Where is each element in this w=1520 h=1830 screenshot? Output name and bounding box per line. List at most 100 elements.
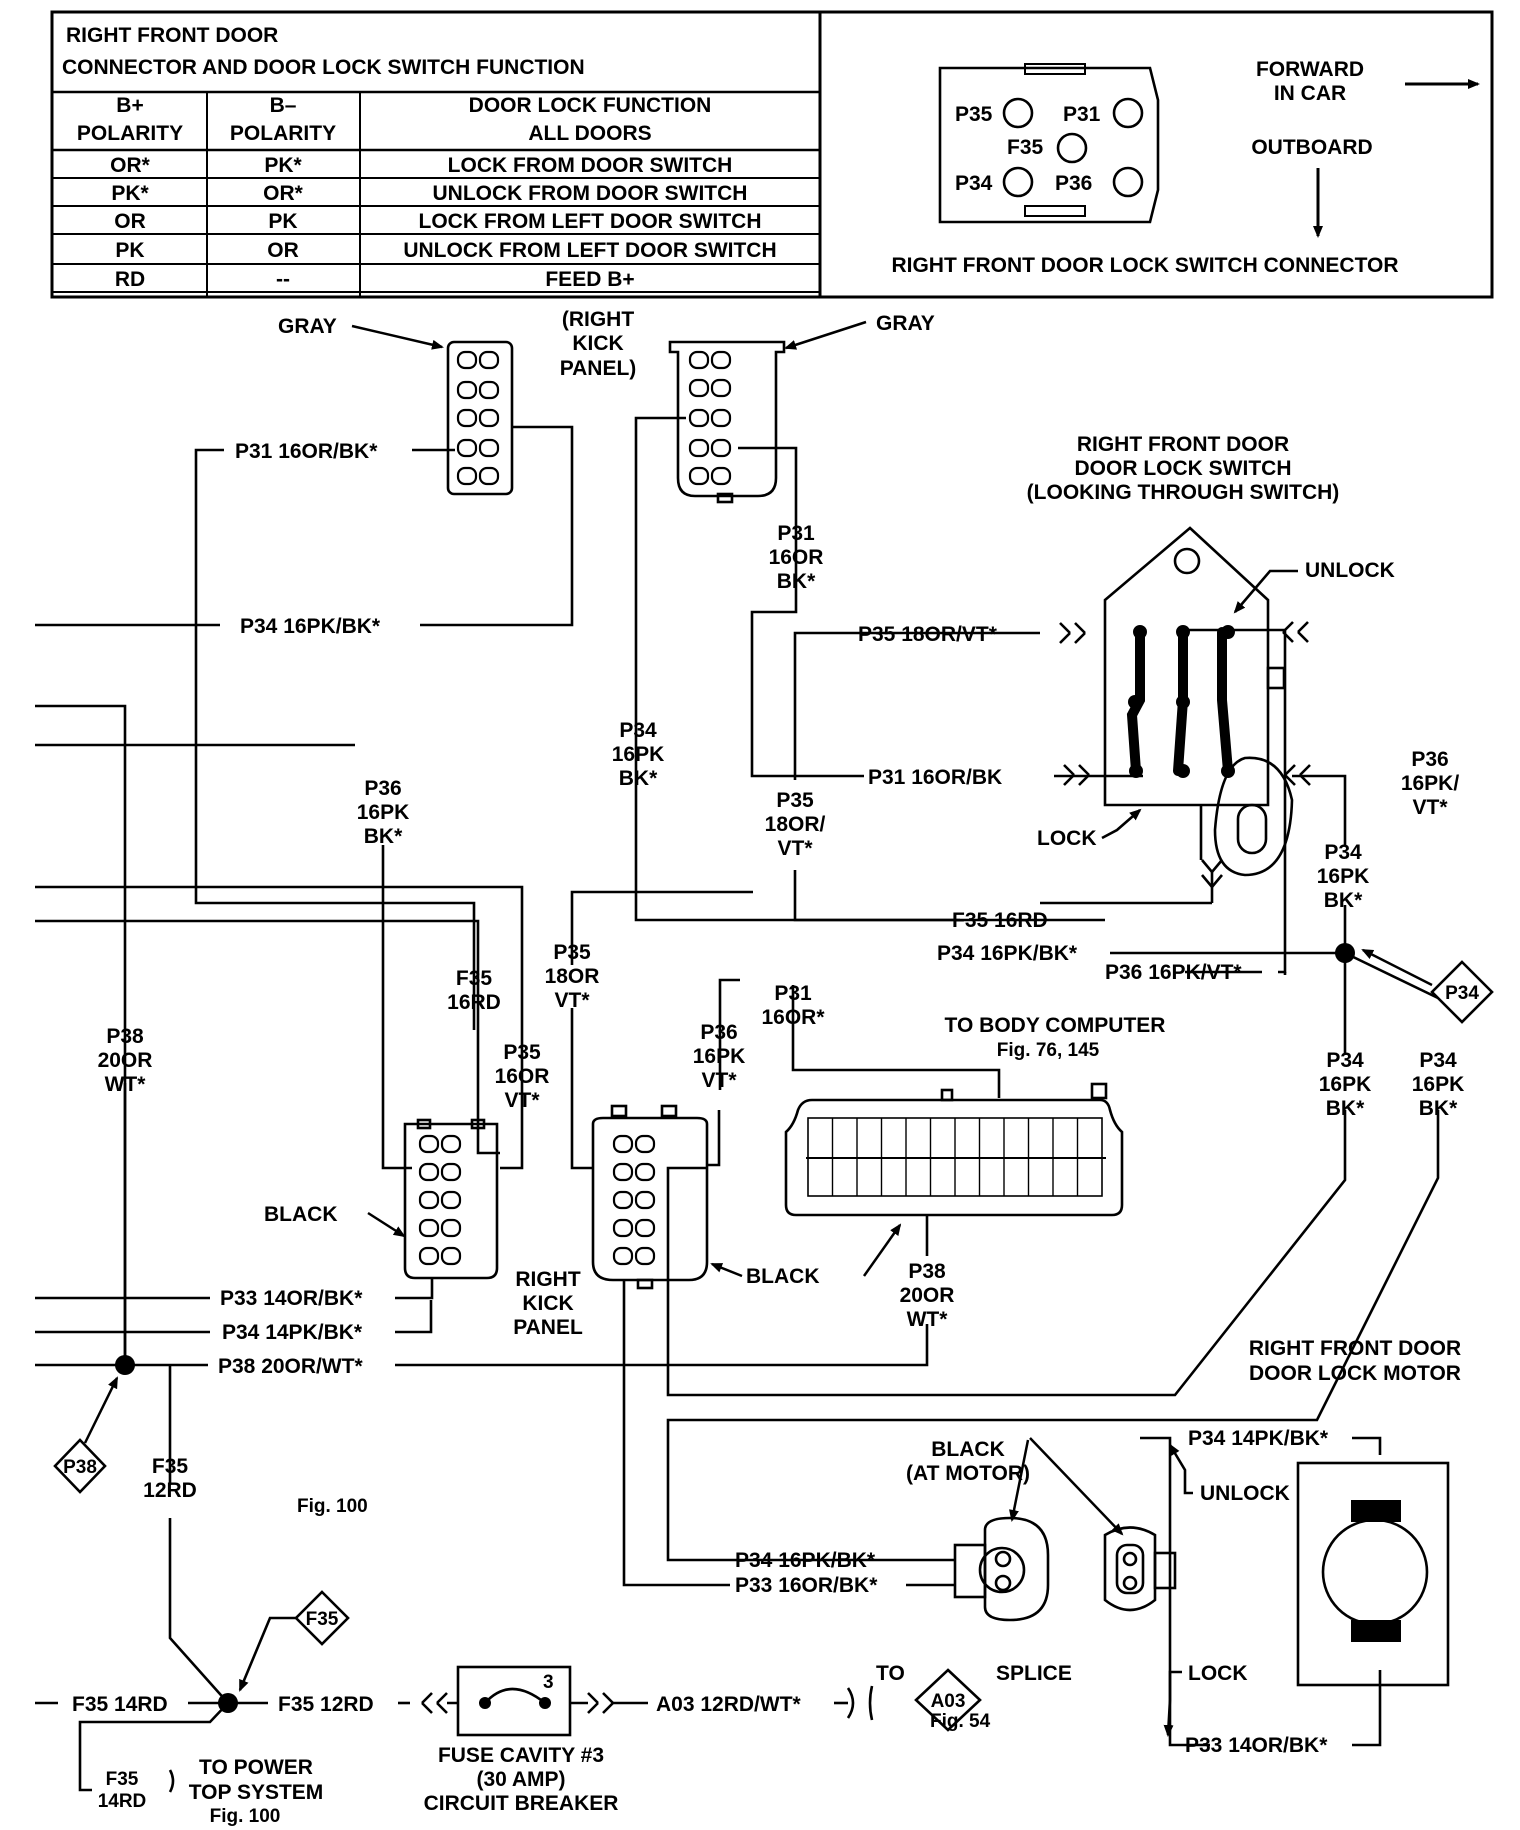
wire-label: P38 20OR/WT* — [218, 1355, 364, 1378]
p34-tag-arrow-icon — [1361, 948, 1433, 987]
motor-unlock-label: UNLOCK — [1200, 1482, 1290, 1505]
wire-label: P34 14PK/BK* — [222, 1321, 363, 1344]
connector-cavity — [418, 1162, 462, 1182]
connector-cavity — [418, 1246, 462, 1266]
forward-label-1: FORWARD — [1256, 58, 1364, 81]
diamond-p38-label: P38 — [63, 1457, 97, 1478]
wire-label: P35 — [776, 789, 814, 812]
switch-title-2: DOOR LOCK SWITCH — [1075, 457, 1292, 480]
wire-label: 20OR — [98, 1049, 153, 1072]
table-cell: PK* — [264, 154, 302, 177]
table-cell: OR — [114, 210, 146, 233]
forward-label-2: IN CAR — [1274, 82, 1346, 105]
gray-connector-left — [446, 340, 514, 496]
wire-label: F35 — [152, 1455, 189, 1478]
col2-header-1: B– — [270, 94, 297, 117]
wire-label: P34 — [1326, 1049, 1364, 1072]
wire-label: P33 16OR/BK* — [735, 1574, 878, 1597]
door-lock-switch — [1103, 526, 1294, 877]
wire-label: F35 12RD — [278, 1693, 374, 1716]
wire-label: 12RD — [143, 1479, 197, 1502]
wire-label: 14RD — [98, 1791, 147, 1812]
connector-cavity — [456, 408, 500, 428]
wire-label: VT* — [554, 989, 590, 1012]
wire-label: 16PK — [612, 743, 665, 766]
pin-p36: P36 — [1055, 172, 1092, 195]
black-connector-left — [403, 1118, 499, 1280]
black-left-label: BLACK — [264, 1203, 338, 1226]
wire-label: A03 12RD/WT* — [656, 1693, 802, 1716]
fuse-number: 3 — [543, 1672, 554, 1693]
table-cell: OR — [267, 239, 299, 262]
wire-label: VT* — [777, 837, 813, 860]
connector-cavity — [418, 1134, 462, 1154]
connector-cavity — [688, 378, 732, 398]
wire-label: BK* — [619, 767, 658, 790]
table-cell: OR* — [110, 154, 151, 177]
table-cell: LOCK FROM LEFT DOOR SWITCH — [419, 210, 762, 233]
splice-f35 — [218, 1693, 238, 1713]
wire-label: P34 16PK/BK* — [937, 942, 1078, 965]
connector-cavity — [612, 1246, 656, 1266]
wire-label: 16OR* — [761, 1006, 825, 1029]
wire-label: P34 — [1419, 1049, 1457, 1072]
table-cell: OR* — [263, 182, 304, 205]
wire-label: 16PK — [1412, 1073, 1465, 1096]
wire-label: VT* — [504, 1089, 540, 1112]
wire-label: 16RD — [447, 991, 501, 1014]
connector-caption: RIGHT FRONT DOOR LOCK SWITCH CONNECTOR — [891, 254, 1398, 277]
connector-cavity — [418, 1190, 462, 1210]
power-top-2: TOP SYSTEM — [189, 1781, 324, 1804]
diamond-a03-label: A03 — [931, 1691, 966, 1712]
connector-cavity — [612, 1218, 656, 1238]
connector-cavity — [688, 350, 732, 370]
table-cell: -- — [276, 268, 290, 291]
wire-label: P31 16OR/BK* — [235, 440, 378, 463]
col3-header-1: DOOR LOCK FUNCTION — [469, 94, 712, 117]
door-lock-motor — [1296, 1461, 1450, 1687]
wire-label: 18OR — [545, 965, 600, 988]
function-table: RIGHT FRONT DOOR CONNECTOR AND DOOR LOCK… — [50, 10, 1494, 299]
diamond-f35-label: F35 — [306, 1609, 339, 1630]
wire-label: 16PK — [1317, 865, 1370, 888]
pin-p31: P31 — [1063, 103, 1101, 126]
wire-label: P36 16PK/VT* — [1105, 961, 1242, 984]
kick-bottom-3: PANEL — [513, 1316, 583, 1339]
unlock-arrow-icon — [1233, 569, 1298, 614]
table-cell: RD — [115, 268, 145, 291]
wire-label: P33 14OR/BK* — [220, 1287, 363, 1310]
table-cell: PK* — [111, 182, 149, 205]
wire-label: BK* — [1419, 1097, 1458, 1120]
pin-p35: P35 — [955, 103, 993, 126]
splice-tag-p34: P34 — [1361, 948, 1494, 1024]
kick-bottom-2: KICK — [522, 1292, 573, 1315]
kick-top-3: PANEL) — [560, 357, 637, 380]
gray-left-arrow-icon — [351, 324, 444, 350]
black-motor-1: BLACK — [931, 1438, 1005, 1461]
table-cell: PK — [268, 210, 297, 233]
wire-label: 20OR — [900, 1284, 955, 1307]
body-computer-label-1: TO BODY COMPUTER — [945, 1014, 1166, 1037]
splice-p38 — [115, 1355, 135, 1375]
wire-label: F35 16RD — [952, 909, 1048, 932]
wire-label: P34 16PK/BK* — [735, 1549, 876, 1572]
splice-label: SPLICE — [996, 1662, 1072, 1685]
outboard-label: OUTBOARD — [1251, 136, 1372, 159]
wire-label: P31 — [774, 982, 812, 1005]
wire-label: P38 — [908, 1260, 946, 1283]
body-computer-arrow-icon — [862, 1223, 902, 1277]
diamond-p34-label: P34 — [1445, 983, 1479, 1004]
connector-cavity — [612, 1162, 656, 1182]
gray-left-label: GRAY — [278, 315, 337, 338]
wire-label: P31 16OR/BK — [868, 766, 1002, 789]
col1-header-2: POLARITY — [77, 122, 183, 145]
wire-label: F35 — [456, 967, 493, 990]
motor-lock-label: LOCK — [1188, 1662, 1248, 1685]
wire-label: F35 14RD — [72, 1693, 168, 1716]
wire-label: P34 14PK/BK* — [1188, 1427, 1329, 1450]
fuse-label-1: FUSE CAVITY #3 — [438, 1744, 604, 1767]
splice-p34 — [1335, 943, 1355, 963]
gray-right-label: GRAY — [876, 312, 935, 335]
col3-header-2: ALL DOORS — [528, 122, 651, 145]
black-right-arrow-icon — [710, 1262, 743, 1278]
